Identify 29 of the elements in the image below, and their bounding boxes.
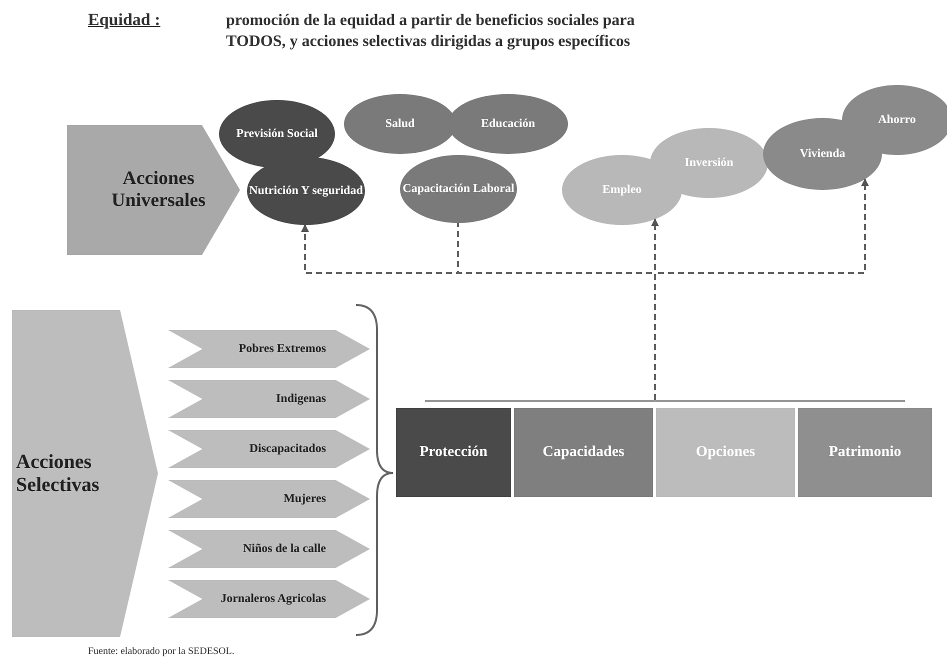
node-label: Salud: [385, 117, 415, 131]
node-label: Empleo: [602, 183, 642, 197]
subtitle-text: promoción de la equidad a partir de beneficios sociales para TODOS, y acciones selectivas dirigidas a grupos específicos: [226, 11, 636, 52]
node-label: Inversión: [684, 156, 734, 170]
node-label: Acciones Universales: [110, 168, 206, 212]
pillar-box: [656, 408, 795, 497]
node-label: Ahorro: [878, 113, 916, 127]
node-label: Nutrición Y seguridad: [249, 184, 363, 198]
node-label: Indigenas: [276, 392, 326, 406]
node-label: Vivienda: [800, 147, 846, 161]
node-label: Protección: [419, 444, 488, 462]
node-label: Capacitación Laboral: [402, 182, 514, 196]
node-label: Opciones: [696, 444, 756, 462]
node-label: Discapacitados: [249, 442, 326, 456]
pillar-box: [798, 408, 932, 497]
node-label: Capacidades: [542, 444, 624, 462]
node-label: Jornaleros Agricolas: [220, 592, 326, 606]
node-label: Acciones Selectivas: [16, 450, 100, 496]
dashed-connector: [654, 178, 869, 400]
source-note: Fuente: elaborado por la SEDESOL.: [88, 646, 234, 657]
node-label: Niños de la calle: [243, 542, 326, 556]
node-label: Mujeres: [284, 492, 326, 506]
title: Equidad :: [88, 10, 160, 30]
node-label: Educación: [480, 117, 535, 131]
pillar-box: [396, 408, 511, 497]
node-label: Previsión Social: [236, 127, 318, 141]
node-label: Pobres Extremos: [238, 342, 326, 356]
pillar-box: [514, 408, 653, 497]
node-label: Patrimonio: [828, 444, 902, 462]
